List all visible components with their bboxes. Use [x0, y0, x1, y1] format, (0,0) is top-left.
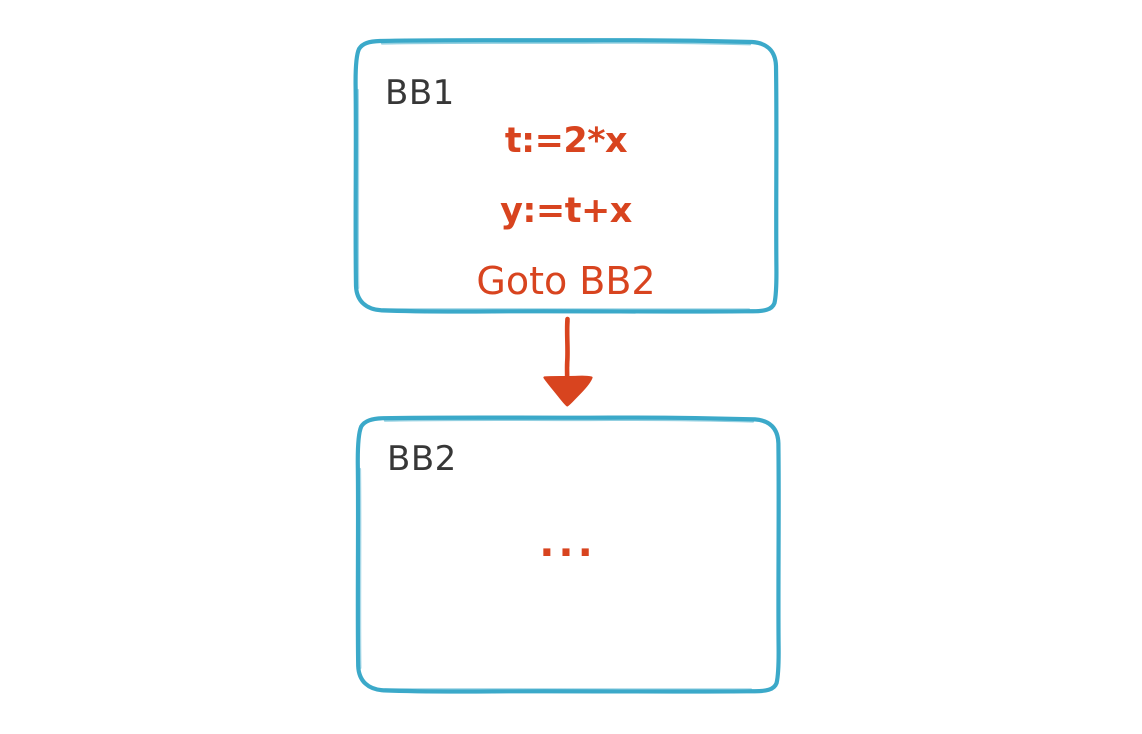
basic-block-bb1[interactable]: BB1 t:=2*x y:=t+x Goto BB2	[353, 38, 779, 314]
bb1-statement-1: y:=t+x	[500, 191, 632, 231]
bb1-statement-0: t:=2*x	[504, 121, 628, 161]
bb1-border-shape	[353, 38, 779, 314]
bb1-statement-goto: Goto BB2	[476, 259, 656, 303]
bb2-statement-ellipsis: ...	[539, 520, 597, 566]
block-label-bb2: BB2	[387, 439, 457, 479]
block-label-bb1: BB1	[385, 73, 455, 113]
basic-block-bb2[interactable]: BB2 ...	[355, 415, 781, 694]
bb2-border-shape	[355, 415, 781, 694]
